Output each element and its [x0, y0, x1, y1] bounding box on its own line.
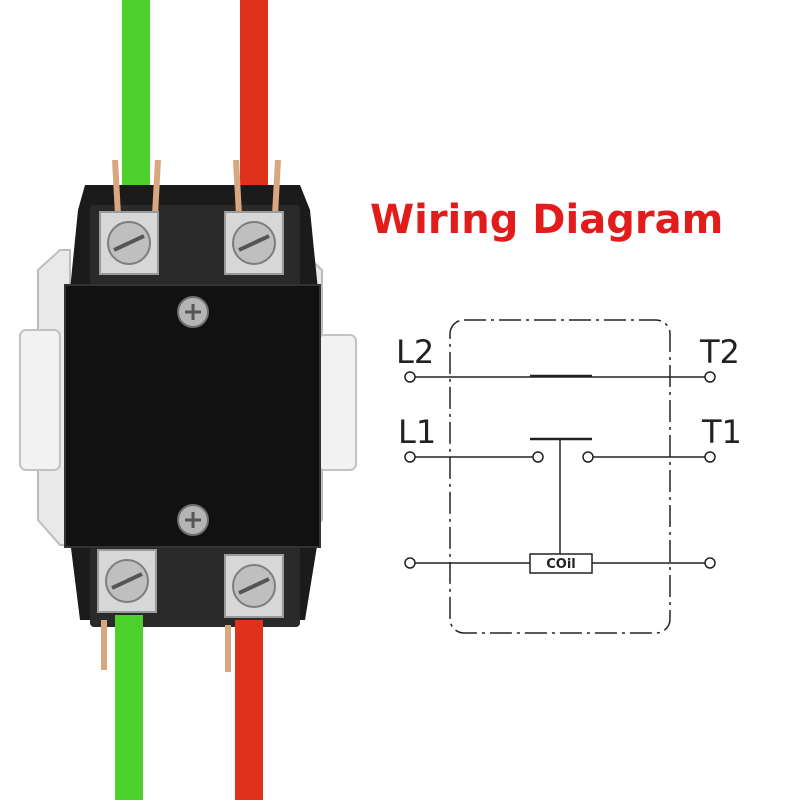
red-wire-bottom [235, 620, 263, 800]
label-t2: T2 [699, 333, 740, 371]
label-l1: L1 [398, 413, 436, 451]
terminal-screw-bottom-right [224, 554, 284, 618]
contactor-photo [19, 0, 357, 800]
contact-node-left [532, 451, 544, 463]
label-l2: L2 [396, 333, 434, 371]
coil-box [529, 553, 593, 574]
terminal-t1 [704, 451, 716, 463]
terminal-screw-bottom-left [97, 549, 157, 613]
label-coil: COil [546, 557, 576, 572]
terminal-l2 [404, 371, 416, 383]
cover-screw-bottom [177, 504, 209, 536]
terminal-l1 [404, 451, 416, 463]
contactor-cover [64, 284, 321, 548]
terminal-screw-top-left [99, 211, 159, 275]
label-t1: T1 [701, 413, 742, 451]
right-side-clip [317, 334, 357, 471]
red-wire-top [240, 0, 268, 215]
coil-terminal-right [704, 557, 716, 569]
diagram-title: Wiring Diagram [370, 197, 724, 243]
terminal-screw-top-right [224, 211, 284, 275]
contact-node-right [582, 451, 594, 463]
green-wire-top [122, 0, 150, 215]
terminal-t2 [704, 371, 716, 383]
left-side-clip [19, 329, 61, 471]
green-wire-bottom [115, 615, 143, 800]
wiring-schematic: L2 T2 L1 T1 COil [396, 319, 742, 634]
enclosure-outline [449, 319, 671, 634]
cover-screw-top [177, 296, 209, 328]
coil-terminal-left [404, 557, 416, 569]
